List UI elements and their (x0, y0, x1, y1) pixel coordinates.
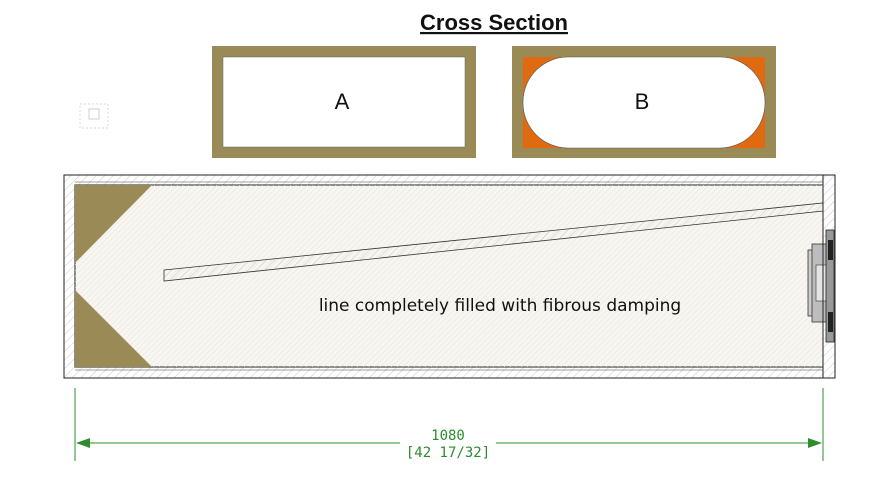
corner-filler-bottom (75, 290, 152, 367)
enclosure-side-view: line completely filled with fibrous damp… (63, 174, 836, 379)
dimension-line: 1080 [42 17/32] (74, 388, 824, 462)
selection-icon (79, 103, 109, 129)
cross-section-a: A (212, 46, 476, 158)
section-b-label: B (635, 89, 650, 114)
dimension-imperial: [42 17/32] (406, 445, 490, 461)
section-a-label: A (335, 89, 350, 114)
diagram-title: Cross Section (420, 10, 568, 35)
corner-filler-top (75, 185, 152, 263)
cross-section-b: B (512, 46, 776, 158)
damping-note: line completely filled with fibrous damp… (319, 296, 681, 316)
dimension-value: 1080 (431, 428, 465, 444)
